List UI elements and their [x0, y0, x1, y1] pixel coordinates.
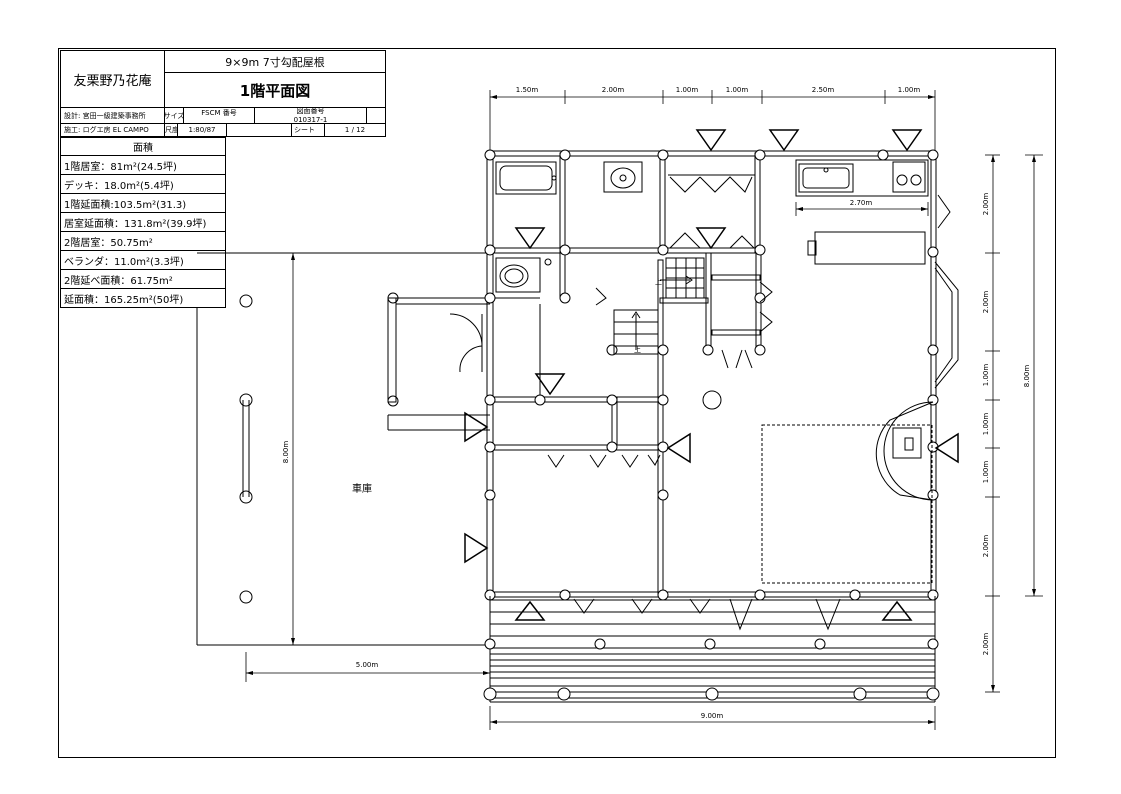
- dim-top-6: 1.00m: [898, 86, 921, 94]
- washbasin: [603, 161, 643, 193]
- windows: [547, 174, 951, 631]
- dimension-lines: [245, 90, 1043, 730]
- dim-right-4: 1.00m: [982, 413, 990, 436]
- deck-posts: [483, 638, 940, 701]
- areas-header: 面積: [60, 137, 226, 156]
- dim-right-1: 2.00m: [982, 193, 990, 216]
- view-markers: [464, 129, 959, 621]
- toilet: [495, 257, 552, 293]
- dim-garage-height: 8.00m: [282, 441, 290, 464]
- dim-right-total: 8.00m: [1023, 365, 1031, 388]
- garage-label: 車庫: [352, 482, 372, 495]
- dim-right-7: 2.00m: [982, 633, 990, 656]
- area-row: 2階居室：50.75m²: [60, 232, 226, 251]
- bathtub: [495, 161, 557, 195]
- drawing-no-label: 図面番号: [296, 107, 325, 115]
- area-row: ベランダ：11.0m²(3.3坪): [60, 251, 226, 270]
- area-row: 2階延べ面積：61.75m²: [60, 270, 226, 289]
- dim-right-6: 2.00m: [982, 535, 990, 558]
- area-row: 延面積：165.25m²(50坪): [60, 289, 226, 308]
- entrance-porch: [387, 292, 490, 431]
- area-row: デッキ：18.0m²(5.4坪): [60, 175, 226, 194]
- dimension-arrows: [246, 95, 1036, 724]
- stair-up-label-2: 上: [634, 345, 641, 354]
- dim-top-1: 1.50m: [516, 86, 539, 94]
- sheet-value: 1 / 12: [324, 123, 386, 137]
- dim-bottom-total: 9.00m: [701, 712, 724, 720]
- interior-walls: [489, 152, 762, 596]
- drawing-no: 010317-1: [293, 115, 328, 124]
- dim-garage-width: 5.00m: [356, 661, 379, 669]
- living-rug: [761, 424, 933, 584]
- wood-stove: [875, 401, 934, 501]
- dim-right-3: 1.00m: [982, 364, 990, 387]
- area-row: 1階居室：81m²(24.5坪): [60, 156, 226, 175]
- dim-right-2: 2.00m: [982, 291, 990, 314]
- dim-kitchen: 2.70m: [850, 199, 873, 207]
- garage-outline: [196, 252, 490, 646]
- dim-top-3: 1.00m: [676, 86, 699, 94]
- drawing-frame: [58, 48, 1056, 758]
- dim-top-5: 2.50m: [812, 86, 835, 94]
- area-row: 1階延面積:103.5m²(31.3): [60, 194, 226, 213]
- stair-up-label-1: 上: [655, 277, 662, 286]
- dining-table: [807, 231, 926, 265]
- deck: [489, 596, 936, 703]
- garage-posts: [239, 294, 253, 604]
- staircase: [613, 257, 705, 355]
- dim-right-5: 1.00m: [982, 461, 990, 484]
- area-row: 居室延面積：131.8m²(39.9坪): [60, 213, 226, 232]
- bay-window: [934, 261, 959, 389]
- dim-top-4: 1.00m: [726, 86, 749, 94]
- dim-top-2: 2.00m: [602, 86, 625, 94]
- wall-posts: [484, 149, 939, 601]
- kitchen-counter: [795, 159, 929, 197]
